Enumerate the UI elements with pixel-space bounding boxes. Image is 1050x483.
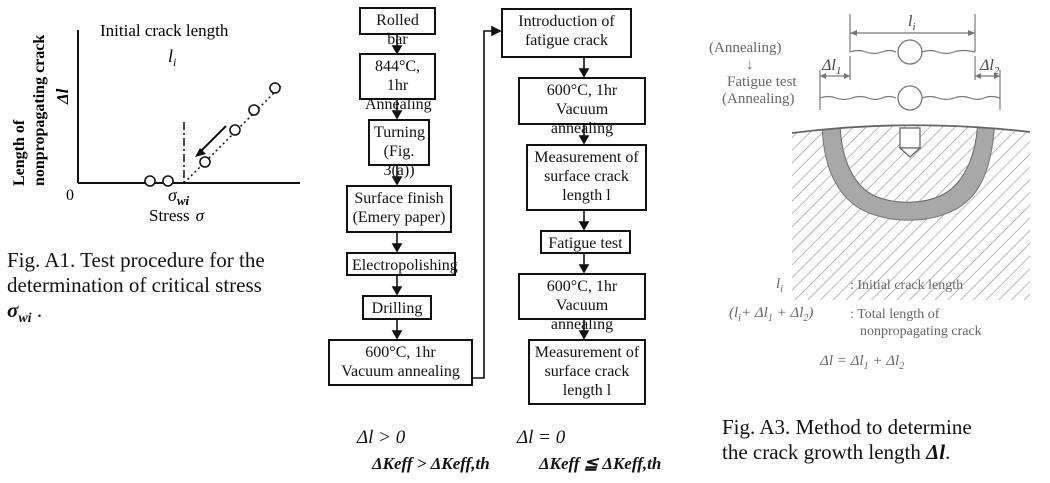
a3-legend-sym2: (li+ Δl1 + Δl2)	[729, 305, 814, 324]
flow-step: 844°C, 1hr Annealing	[359, 53, 436, 113]
origin-label: 0	[66, 187, 74, 204]
cond-left-1: Δl > 0	[357, 427, 406, 448]
drilled-hole	[899, 127, 921, 149]
inner-title: Initial crack length	[100, 21, 229, 40]
a3-legend-sym1: li	[776, 276, 783, 295]
flow-step: Introduction of fatigue crack	[501, 8, 632, 58]
flow-step: Measurement of surface crack length l	[526, 144, 647, 211]
caption-line: the crack growth length Δl.	[722, 440, 951, 464]
a3-legend-desc2a: : Total length of	[850, 307, 940, 322]
inner-symbol: li	[168, 46, 176, 69]
a3-step-fatigue: Fatigue test	[727, 74, 797, 90]
flow-step: Measurement of surface crack length l	[528, 339, 646, 405]
fig-a1-plot: Length of nonpropagating crack Δl Initia…	[11, 21, 300, 225]
dim-label-li: li	[908, 13, 916, 33]
data-point	[269, 82, 281, 94]
flow-step: 600°C, 1hr Vacuum annealing	[328, 339, 473, 386]
arrow-shaft	[199, 125, 227, 153]
data-point	[248, 104, 260, 116]
flow-step: Surface finish (Emery paper)	[346, 185, 452, 233]
hole-marker-1	[897, 39, 923, 65]
arrow-head	[195, 148, 206, 157]
cond-right-1: Δl = 0	[517, 427, 566, 448]
fig-a1-caption: Fig. A1. Test procedure for the determin…	[7, 248, 327, 331]
crack-inner-hatch	[840, 125, 978, 203]
data-point	[199, 156, 211, 168]
threshold-label: σwi	[168, 185, 190, 208]
ylabel-line2: nonpropagating crack	[31, 35, 48, 186]
fig-a3-caption: Fig. A3. Method to determine the crack g…	[722, 415, 1050, 465]
data-point	[229, 124, 241, 136]
data-point	[162, 175, 174, 187]
a3-step-arrow: ↓	[746, 57, 754, 73]
ylabel-symbol: Δl	[53, 88, 72, 105]
cond-left-2: ΔKeff > ΔKeff,th	[372, 454, 490, 473]
caption-symbol: σwi .	[7, 298, 43, 327]
a3-step-annealing-2: (Annealing)	[722, 91, 795, 107]
ylabel-line1: Length of	[11, 119, 28, 186]
dl1-label: Δl1	[821, 57, 841, 77]
a3-legend-desc2b: nonpropagating crack	[860, 324, 982, 339]
crack-trace-2	[819, 95, 1001, 101]
flow-step: Fatigue test	[540, 230, 631, 254]
flow-step: 600°C, 1hr Vacuum annealing	[518, 77, 646, 137]
caption-line: Fig. A1. Test procedure for the	[7, 248, 265, 272]
hole-marker-2	[897, 85, 923, 111]
caption-line: determination of critical stress	[7, 273, 262, 297]
fig-a3-diagram: li Δl1 Δl2	[791, 13, 1031, 300]
cond-right-2: ΔKeff ≦ ΔKeff,th	[539, 454, 662, 473]
dl2-label: Δl2	[979, 57, 1000, 77]
a3-legend-desc1: : Initial crack length	[850, 278, 964, 293]
flow-step: Rolled bar	[359, 7, 436, 48]
flow-step: Drilling	[362, 295, 432, 320]
a3-formula: Δl = Δl1 + Δl2	[820, 353, 905, 372]
caption-line: Fig. A3. Method to determine	[722, 415, 972, 439]
data-point	[144, 175, 156, 187]
a3-step-annealing: (Annealing)	[709, 40, 782, 56]
trend-line	[183, 84, 283, 184]
flow-step: 600°C, 1hr Vacuum annealing	[518, 273, 646, 333]
surface-line	[791, 124, 1031, 134]
data-points	[144, 82, 281, 187]
flow-step: Electropolishing	[346, 252, 458, 276]
crack-trace-1	[849, 49, 976, 55]
flow-step: Turning (Fig. 3(a))	[368, 119, 430, 179]
